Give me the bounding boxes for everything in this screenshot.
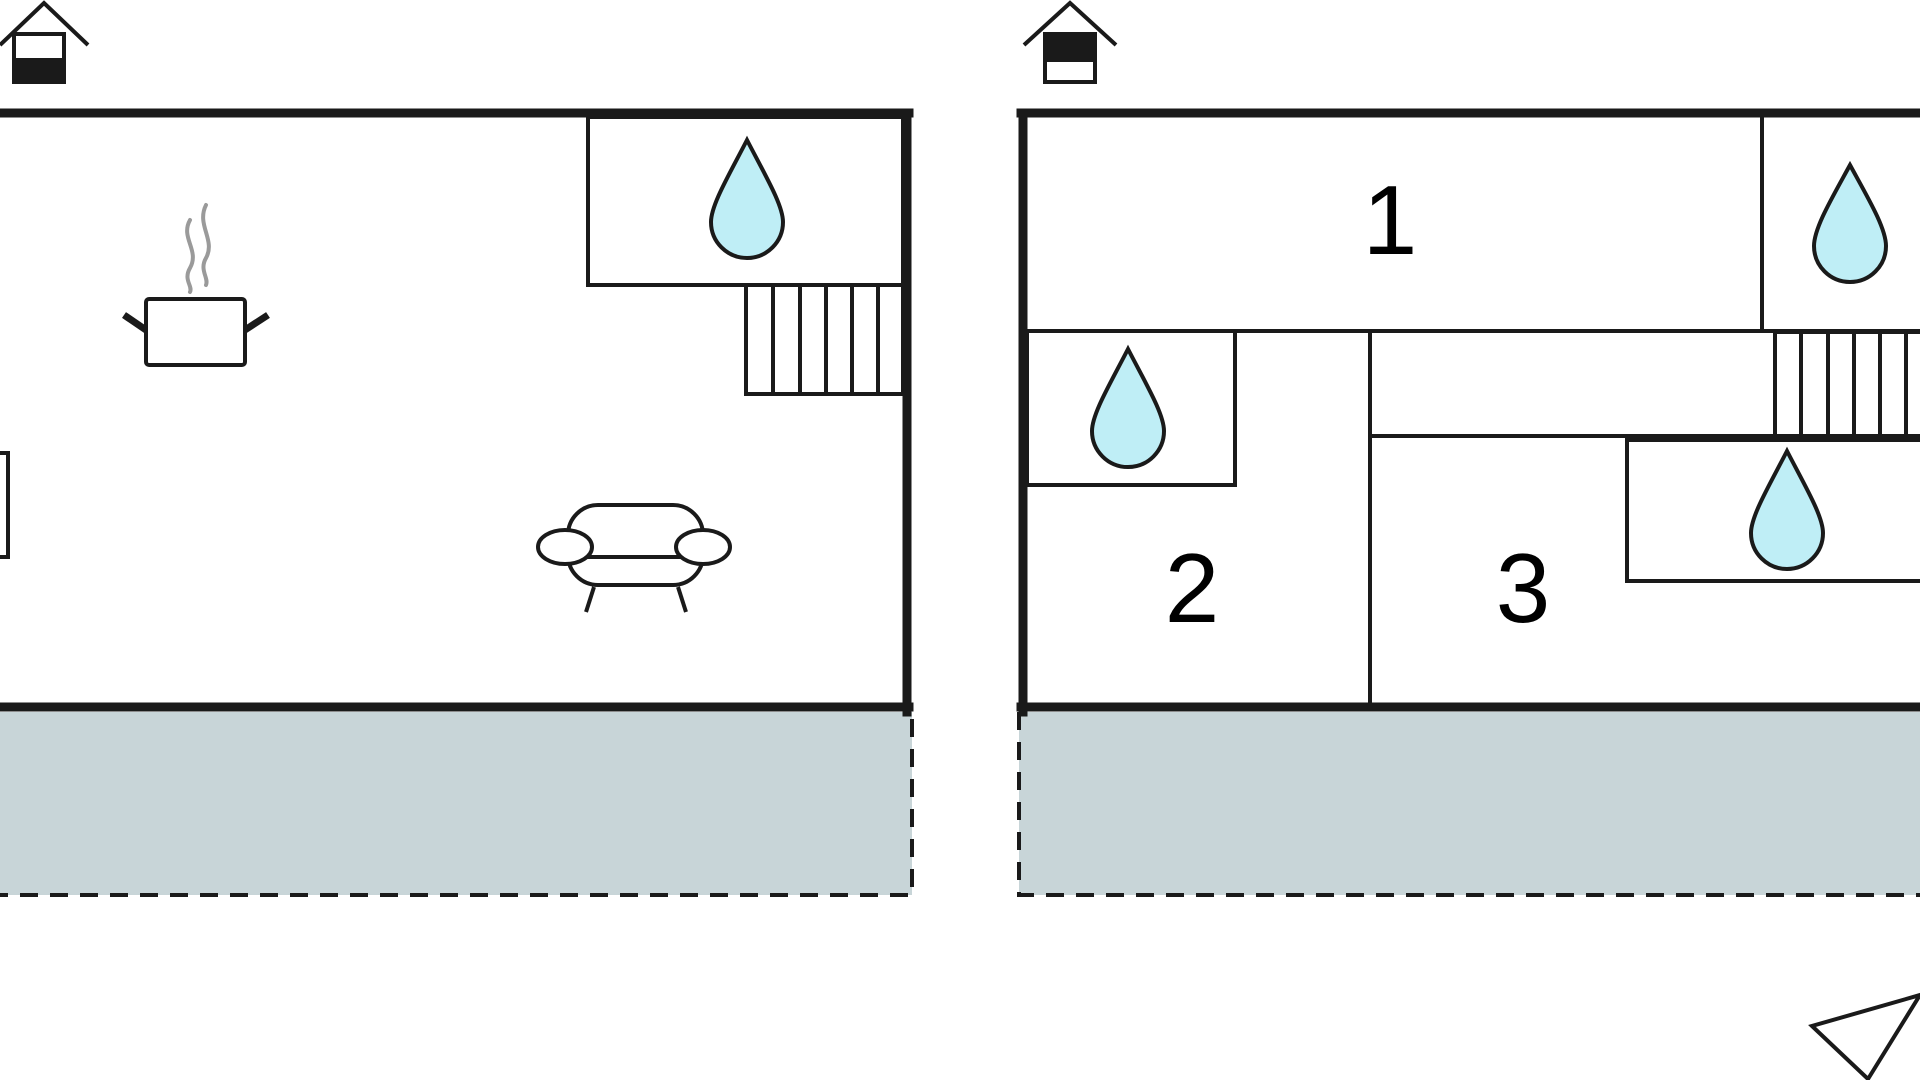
room-label-1: 1: [1363, 165, 1418, 275]
house-floor-icon: [1022, 0, 1118, 84]
house-floor-icon: [0, 0, 90, 84]
ground-floor-plan: [0, 0, 914, 897]
terrace-area: [0, 712, 914, 897]
room-label-2: 2: [1165, 533, 1220, 643]
room-label-3: 3: [1496, 533, 1551, 643]
terrace-area: [1017, 712, 1920, 897]
stairs-icon: [1773, 330, 1920, 438]
outer-walls: [1016, 108, 1920, 717]
wall-window: [0, 451, 10, 559]
steam-lines: [185, 203, 211, 294]
water-drop-icon: [708, 135, 786, 260]
cooking-pot-icon: [122, 203, 270, 367]
outer-walls: [0, 108, 914, 717]
stairs-icon: [744, 283, 905, 396]
upper-floor-plan: 1 2 3: [1016, 0, 1920, 1080]
compass-arrow-icon: [1808, 992, 1920, 1080]
water-drop-icon: [1089, 344, 1167, 469]
water-drop-icon: [1811, 160, 1889, 284]
water-drop-icon: [1748, 446, 1826, 571]
sofa-icon: [536, 503, 732, 613]
